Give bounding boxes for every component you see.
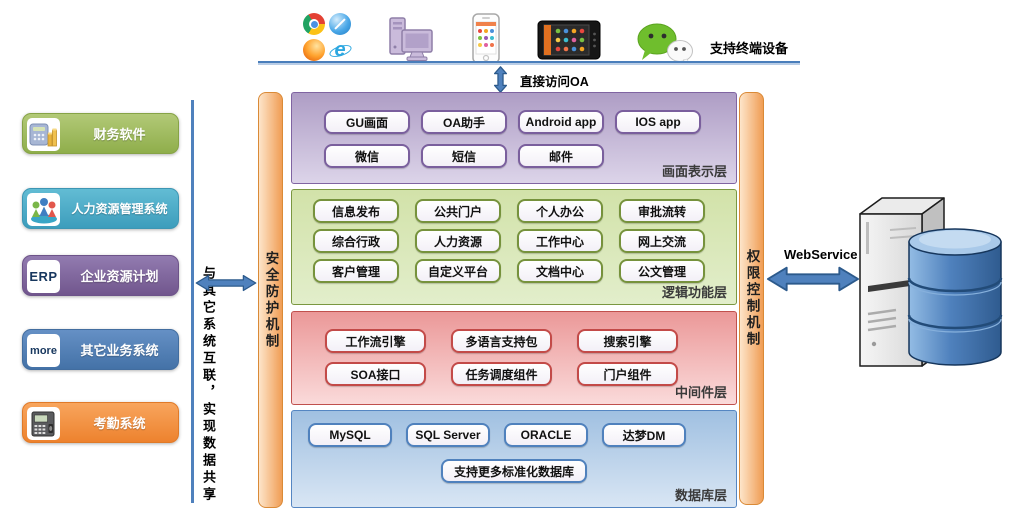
module-box: 审批流转 bbox=[619, 199, 705, 223]
browser-icons-group: e bbox=[303, 13, 355, 63]
module-box: 任务调度组件 bbox=[451, 362, 552, 386]
layer-logic: 信息发布 公共门户 个人办公 审批流转 综合行政 人力资源 工作中心 网上交流 … bbox=[291, 189, 737, 305]
layer-database: MySQL SQL Server ORACLE 达梦DM 支持更多标准化数据库 … bbox=[291, 410, 737, 508]
module-box: 邮件 bbox=[518, 144, 604, 168]
permission-mechanism-bar: 权限控制机制 bbox=[739, 92, 764, 505]
layer-title: 画面表示层 bbox=[661, 164, 727, 179]
module-box: GU画面 bbox=[324, 110, 410, 134]
interlink-note: 与其它系统互联，实现数据共享 bbox=[201, 266, 216, 504]
server-database-graphic bbox=[850, 188, 1008, 385]
devices-bus-line bbox=[258, 61, 800, 65]
module-box: 信息发布 bbox=[313, 199, 399, 223]
external-system-hr: 人力资源管理系统 bbox=[22, 188, 179, 229]
layer-presentation: GU画面 OA助手 Android app IOS app 微信 短信 邮件 画… bbox=[291, 92, 737, 184]
finance-calculator-icon bbox=[27, 118, 60, 151]
desktop-pc-icon bbox=[388, 16, 434, 67]
oa-access-label: 直接访问OA bbox=[520, 75, 589, 89]
module-box: OA助手 bbox=[421, 110, 507, 134]
permission-bar-label: 权限控制机制 bbox=[744, 249, 760, 348]
module-box: IOS app bbox=[615, 110, 701, 134]
security-bar-label: 安全防护机制 bbox=[263, 250, 279, 350]
external-system-other: more 其它业务系统 bbox=[22, 329, 179, 370]
devices-caption: 支持终端设备 bbox=[710, 41, 789, 56]
layer-middleware: 工作流引擎 多语言支持包 搜索引擎 SOA接口 任务调度组件 门户组件 中间件层 bbox=[291, 311, 737, 405]
module-box: MySQL bbox=[308, 423, 392, 447]
interlink-line bbox=[191, 100, 194, 503]
more-badge: more bbox=[27, 334, 60, 367]
module-box: 短信 bbox=[421, 144, 507, 168]
module-box: SQL Server bbox=[406, 423, 490, 447]
external-system-label: 考勤系统 bbox=[93, 416, 146, 431]
chrome-icon bbox=[303, 13, 325, 35]
module-box: 公文管理 bbox=[619, 259, 705, 283]
external-system-label: 人力资源管理系统 bbox=[71, 202, 168, 216]
tablet-icon bbox=[537, 20, 601, 65]
module-box: 工作中心 bbox=[517, 229, 603, 253]
module-box: 个人办公 bbox=[517, 199, 603, 223]
module-box: 达梦DM bbox=[602, 423, 686, 447]
module-box: 人力资源 bbox=[415, 229, 501, 253]
attendance-device-icon bbox=[27, 407, 60, 440]
module-box: 文档中心 bbox=[517, 259, 603, 283]
firefox-icon bbox=[303, 39, 325, 61]
module-box: 综合行政 bbox=[313, 229, 399, 253]
wechat-icon bbox=[636, 23, 694, 70]
webservice-label: WebService bbox=[784, 247, 858, 262]
module-box: 公共门户 bbox=[415, 199, 501, 223]
external-system-erp: ERP 企业资源计划 bbox=[22, 255, 179, 296]
external-system-attendance: 考勤系统 bbox=[22, 402, 179, 443]
module-box: Android app bbox=[518, 110, 604, 134]
ie-icon: e bbox=[329, 39, 351, 61]
safari-icon bbox=[329, 13, 351, 35]
module-box: 门户组件 bbox=[577, 362, 678, 386]
left-double-arrow-icon bbox=[195, 269, 257, 302]
external-system-finance: 财务软件 bbox=[22, 113, 179, 154]
module-box: SOA接口 bbox=[325, 362, 426, 386]
module-box: 多语言支持包 bbox=[451, 329, 552, 353]
external-system-label: 财务软件 bbox=[93, 127, 146, 142]
webservice-double-arrow-icon bbox=[766, 263, 860, 300]
erp-badge: ERP bbox=[27, 260, 60, 293]
module-box: 支持更多标准化数据库 bbox=[441, 459, 587, 483]
database-cylinder-icon bbox=[907, 228, 1003, 366]
security-mechanism-bar: 安全防护机制 bbox=[258, 92, 283, 508]
external-system-label: 其它业务系统 bbox=[80, 343, 159, 358]
module-box: 工作流引擎 bbox=[325, 329, 426, 353]
external-system-label: 企业资源计划 bbox=[80, 269, 159, 284]
hr-people-icon bbox=[27, 193, 60, 226]
smartphone-icon bbox=[472, 13, 500, 69]
module-box: 网上交流 bbox=[619, 229, 705, 253]
module-box: ORACLE bbox=[504, 423, 588, 447]
module-box: 微信 bbox=[324, 144, 410, 168]
module-box: 自定义平台 bbox=[415, 259, 501, 283]
layer-title: 中间件层 bbox=[674, 385, 727, 400]
module-box: 客户管理 bbox=[313, 259, 399, 283]
layer-title: 逻辑功能层 bbox=[661, 285, 727, 300]
layer-title: 数据库层 bbox=[674, 488, 727, 503]
module-box: 搜索引擎 bbox=[577, 329, 678, 353]
